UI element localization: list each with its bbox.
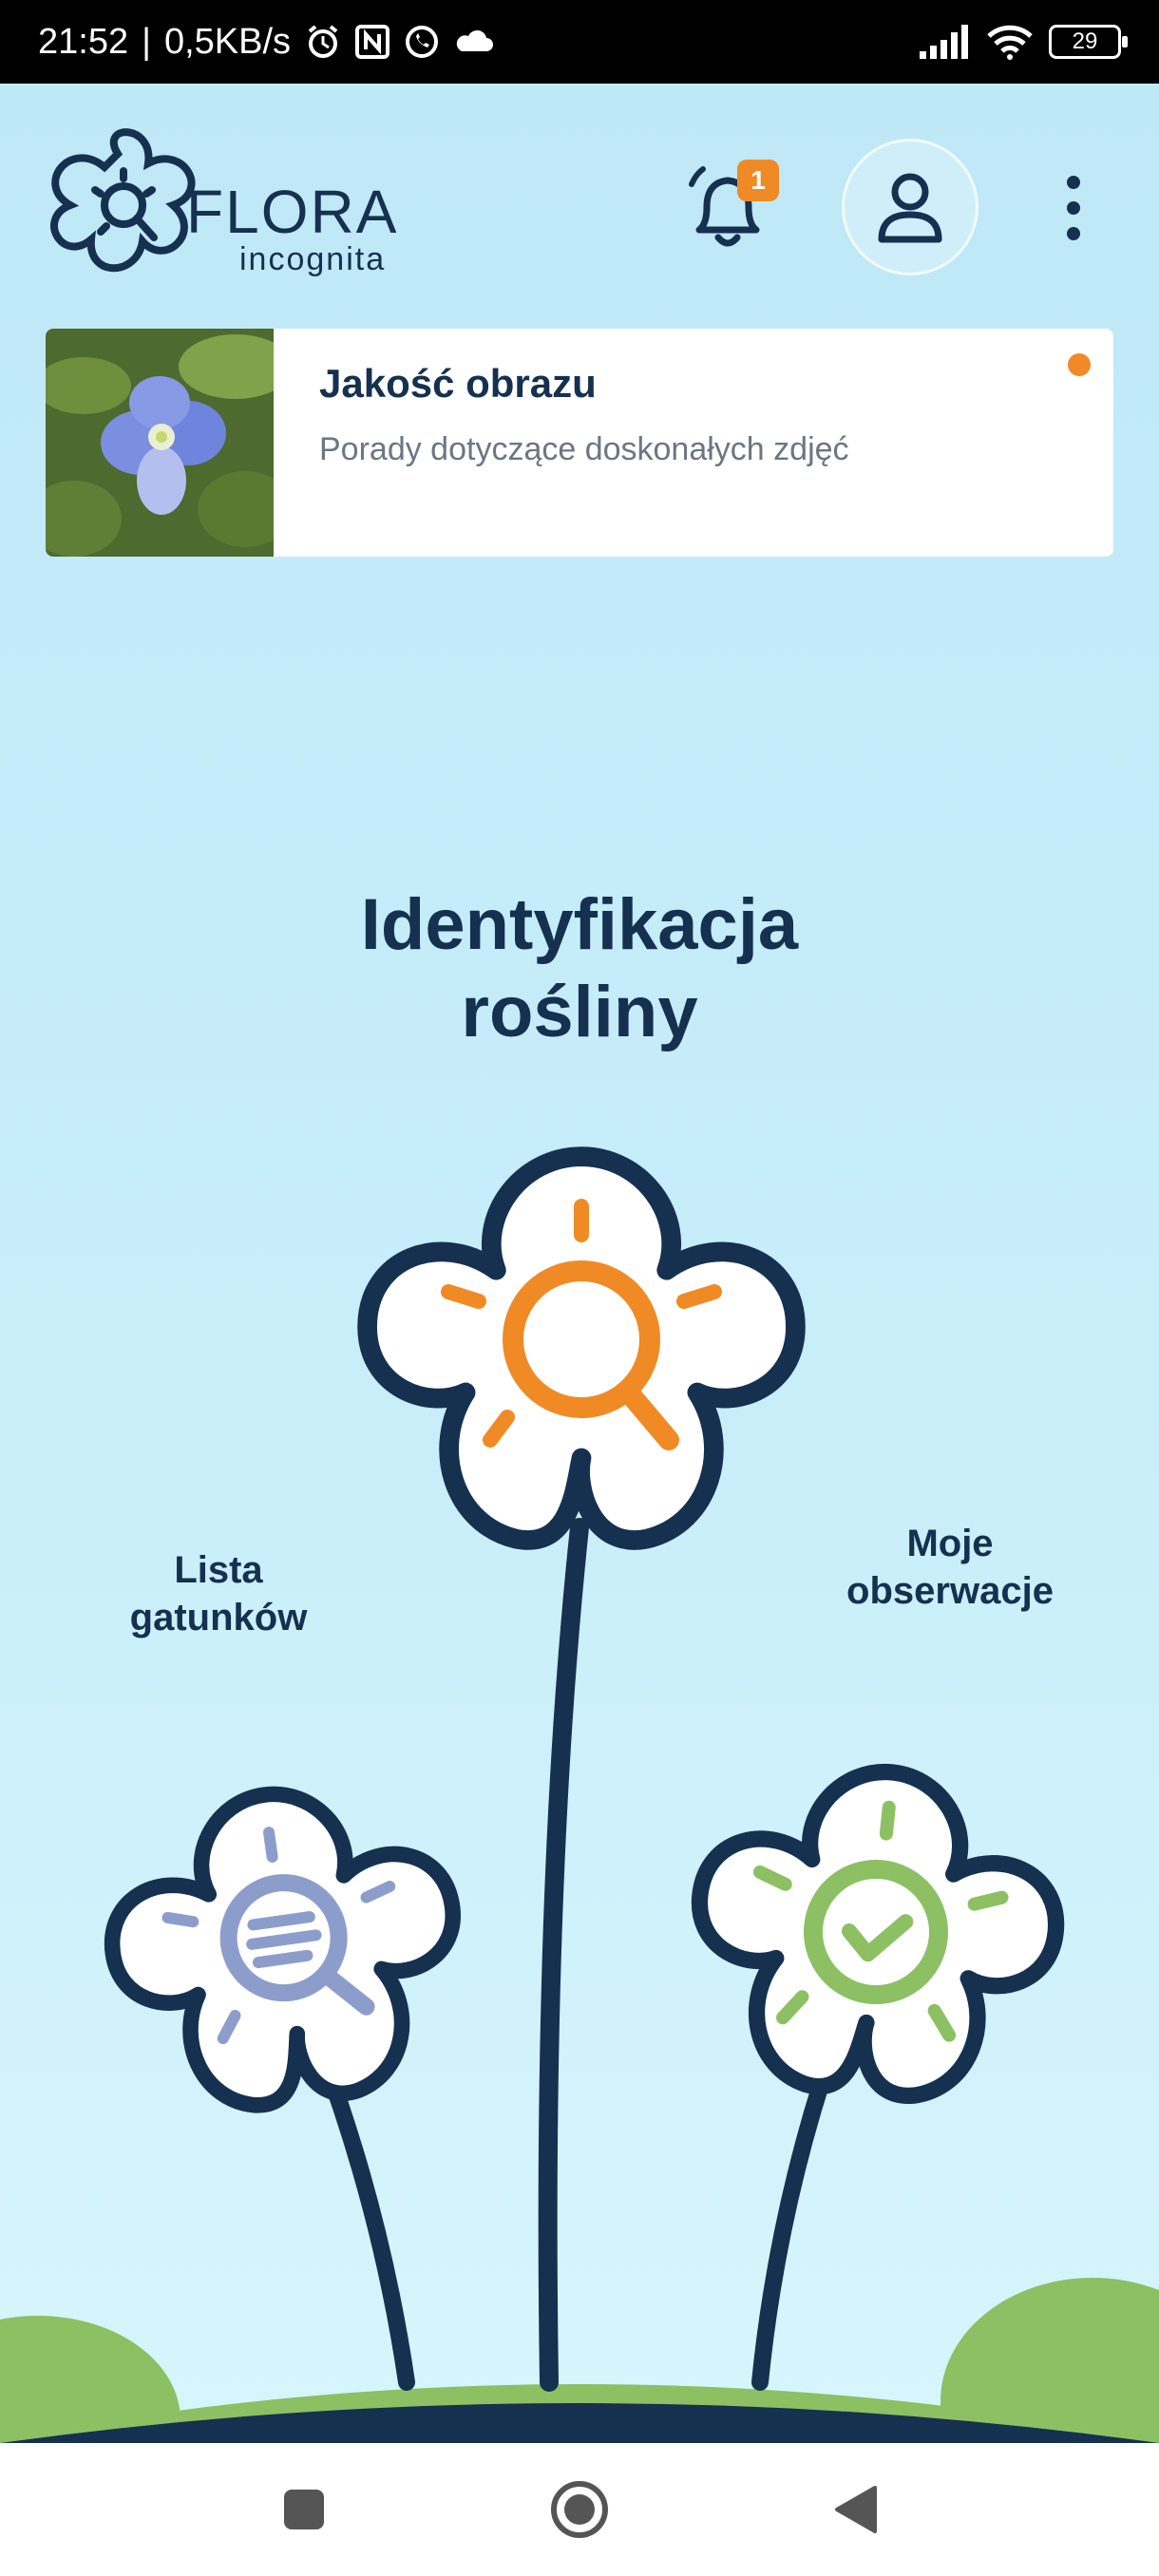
identify-plant-button[interactable] <box>363 1130 800 1567</box>
alarm-icon <box>308 25 338 58</box>
status-bar: 21:52 | 0,5KB/s <box>0 0 1159 84</box>
species-list-line-1: Lista <box>174 1549 263 1591</box>
back-triangle-icon <box>835 2486 877 2533</box>
back-button[interactable] <box>817 2472 893 2548</box>
square-icon <box>284 2490 324 2529</box>
notification-badge: 1 <box>737 160 779 201</box>
whatsapp-icon <box>406 26 439 58</box>
title-line-2: rośliny <box>461 972 698 1052</box>
flora-logo-icon <box>50 128 196 273</box>
more-vertical-icon <box>1067 176 1080 240</box>
network-speed: 0,5KB/s <box>163 21 292 62</box>
logo-text: FLORA incognita <box>186 177 398 278</box>
status-separator: | <box>142 21 151 62</box>
logo-word: FLORA <box>186 178 399 246</box>
status-right: 29 <box>918 23 1128 61</box>
status-time: 21:52 <box>38 21 129 62</box>
status-icons <box>304 23 494 61</box>
system-navigation-bar <box>0 2443 1159 2576</box>
tip-card-title: Jakość obrazu <box>319 361 597 406</box>
profile-button[interactable] <box>842 139 978 275</box>
wifi-icon <box>987 25 1033 60</box>
my-observations-flower <box>681 1753 1070 2110</box>
species-list-button[interactable] <box>114 1774 456 2116</box>
my-observations-line-1: Moje <box>906 1523 994 1564</box>
status-left: 21:52 | 0,5KB/s <box>38 22 494 63</box>
my-observations-label[interactable]: Moje obserwacje <box>826 1520 1074 1615</box>
speedwell-flower-photo <box>46 329 274 557</box>
tip-card-body: Jakość obrazu Porady dotyczące doskonały… <box>274 329 895 557</box>
identify-flower <box>368 1157 796 1541</box>
home-circle-icon <box>551 2481 608 2538</box>
unread-dot <box>1068 353 1091 376</box>
species-list-line-2: gatunków <box>129 1597 308 1638</box>
species-list-flower <box>94 1771 476 2123</box>
nfc-icon <box>355 25 390 59</box>
battery-icon: 29 <box>1049 25 1128 59</box>
signal-icon <box>920 25 968 59</box>
logo-subtitle: incognita <box>239 241 387 277</box>
title-line-1: Identyfikacja <box>360 884 799 965</box>
notifications-button[interactable]: 1 <box>684 160 779 255</box>
user-icon <box>878 173 942 243</box>
my-observations-button[interactable] <box>694 1752 1054 2112</box>
identify-plant-title[interactable]: Identyfikacja rośliny <box>0 881 1159 1056</box>
species-list-label[interactable]: Lista gatunków <box>104 1546 332 1641</box>
more-options-button[interactable] <box>1054 175 1092 241</box>
image-quality-tip-card[interactable]: Jakość obrazu Porady dotyczące doskonały… <box>46 329 1113 557</box>
recents-button[interactable] <box>266 2472 342 2548</box>
home-button[interactable] <box>542 2472 618 2548</box>
tip-card-subtitle: Porady dotyczące doskonałych zdjęć <box>319 431 849 467</box>
flower-illustration <box>0 84 1159 2443</box>
app-header: FLORA incognita 1 <box>0 84 1159 321</box>
battery-level: 29 <box>1072 28 1098 54</box>
my-observations-line-2: obserwacje <box>846 1570 1054 1612</box>
app-screen: FLORA incognita 1 <box>0 84 1159 2443</box>
cloud-icon <box>456 29 494 51</box>
